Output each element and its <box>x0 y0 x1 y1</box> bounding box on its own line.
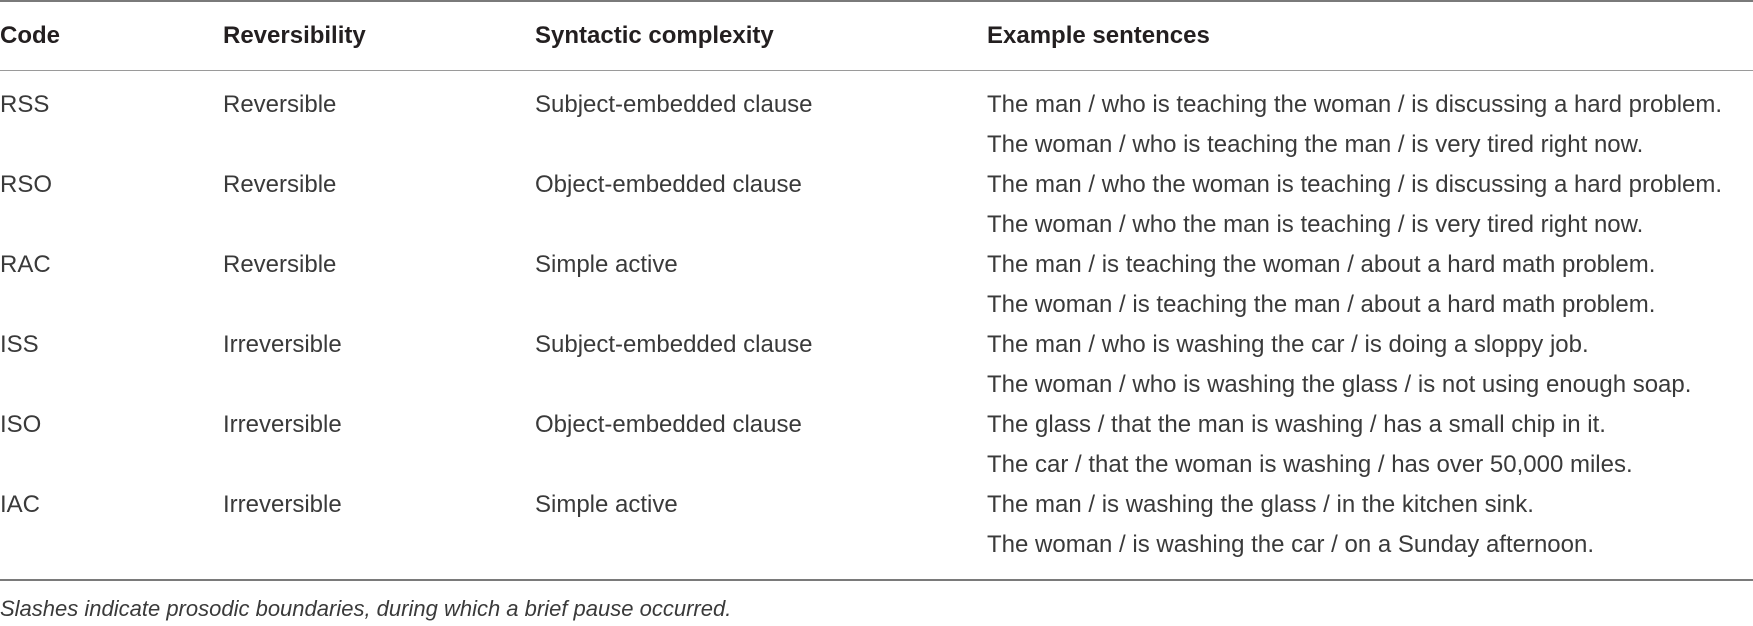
syntactic-text: Subject-embedded clause <box>535 331 813 358</box>
table-row-iso: ISO Irreversible Object-embedded clause … <box>0 405 1753 485</box>
example-sentence: The woman / is teaching the man / about … <box>987 291 1656 318</box>
header-syntactic-complexity: Syntactic complexity <box>535 0 987 71</box>
cell-reversibility: Irreversible <box>223 325 535 405</box>
syntactic-text: Object-embedded clause <box>535 411 802 438</box>
cell-syntactic: Subject-embedded clause <box>535 71 987 166</box>
code-text: RSS <box>0 91 50 118</box>
table-row-rss: RSS Reversible Subject-embedded clause T… <box>0 71 1753 166</box>
cell-code: RAC <box>0 245 223 325</box>
header-row: Code Reversibility Syntactic complexity … <box>0 0 1753 71</box>
table-footnote: Slashes indicate prosodic boundaries, du… <box>0 596 732 621</box>
cell-code: ISO <box>0 405 223 485</box>
example-sentence: The man / is washing the glass / in the … <box>987 491 1534 518</box>
example-sentence: The car / that the woman is washing / ha… <box>987 451 1633 478</box>
example-sentence: The man / who is washing the car / is do… <box>987 331 1589 358</box>
cell-examples: The man / who is washing the car / is do… <box>987 325 1753 405</box>
reversibility-text: Irreversible <box>223 411 342 438</box>
cell-syntactic: Simple active <box>535 245 987 325</box>
example-sentence: The glass / that the man is washing / ha… <box>987 411 1606 438</box>
cell-examples: The man / is teaching the woman / about … <box>987 245 1753 325</box>
reversibility-text: Reversible <box>223 251 337 278</box>
reversibility-text: Reversible <box>223 91 337 118</box>
cell-examples: The man / who the woman is teaching / is… <box>987 165 1753 245</box>
cell-syntactic: Object-embedded clause <box>535 165 987 245</box>
code-text: RSO <box>0 171 53 198</box>
example-sentence: The man / who the woman is teaching / is… <box>987 171 1723 198</box>
header-example-sentences: Example sentences <box>987 0 1753 71</box>
table-row-iac: IAC Irreversible Simple active The man /… <box>0 485 1753 580</box>
cell-syntactic: Object-embedded clause <box>535 405 987 485</box>
example-sentence: The woman / is washing the car / on a Su… <box>987 531 1595 558</box>
cell-examples: The glass / that the man is washing / ha… <box>987 405 1753 485</box>
header-code: Code <box>0 0 223 71</box>
cell-reversibility: Reversible <box>223 71 535 166</box>
reversibility-text: Irreversible <box>223 331 342 358</box>
reversibility-text: Irreversible <box>223 491 342 518</box>
cell-reversibility: Reversible <box>223 165 535 245</box>
reversibility-text: Reversible <box>223 171 337 198</box>
example-sentence: The man / who is teaching the woman / is… <box>987 91 1723 118</box>
cell-code: IAC <box>0 485 223 580</box>
cell-reversibility: Irreversible <box>223 485 535 580</box>
cell-code: RSO <box>0 165 223 245</box>
example-sentence: The woman / who the man is teaching / is… <box>987 211 1644 238</box>
table-header: Code Reversibility Syntactic complexity … <box>0 0 1753 71</box>
syntactic-text: Subject-embedded clause <box>535 91 813 118</box>
example-sentence: The woman / who is teaching the man / is… <box>987 131 1644 158</box>
code-text: ISO <box>0 411 42 438</box>
table-row-rso: RSO Reversible Object-embedded clause Th… <box>0 165 1753 245</box>
syntactic-text: Simple active <box>535 491 678 518</box>
syntactic-text: Simple active <box>535 251 678 278</box>
table-body: RSS Reversible Subject-embedded clause T… <box>0 71 1753 580</box>
cell-code: RSS <box>0 71 223 166</box>
cell-examples: The man / who is teaching the woman / is… <box>987 71 1753 166</box>
example-sentence: The man / is teaching the woman / about … <box>987 251 1656 278</box>
cell-syntactic: Simple active <box>535 485 987 580</box>
example-sentence: The woman / who is washing the glass / i… <box>987 371 1692 398</box>
stimulus-table: Code Reversibility Syntactic complexity … <box>0 0 1753 580</box>
table-row-iss: ISS Irreversible Subject-embedded clause… <box>0 325 1753 405</box>
cell-reversibility: Irreversible <box>223 405 535 485</box>
header-reversibility: Reversibility <box>223 0 535 71</box>
code-text: IAC <box>0 491 41 518</box>
cell-examples: The man / is washing the glass / in the … <box>987 485 1753 580</box>
code-text: RAC <box>0 251 51 278</box>
stimulus-table-container: Code Reversibility Syntactic complexity … <box>0 0 1753 580</box>
cell-code: ISS <box>0 325 223 405</box>
syntactic-text: Object-embedded clause <box>535 171 802 198</box>
table-row-rac: RAC Reversible Simple active The man / i… <box>0 245 1753 325</box>
code-text: ISS <box>0 331 39 358</box>
cell-reversibility: Reversible <box>223 245 535 325</box>
cell-syntactic: Subject-embedded clause <box>535 325 987 405</box>
